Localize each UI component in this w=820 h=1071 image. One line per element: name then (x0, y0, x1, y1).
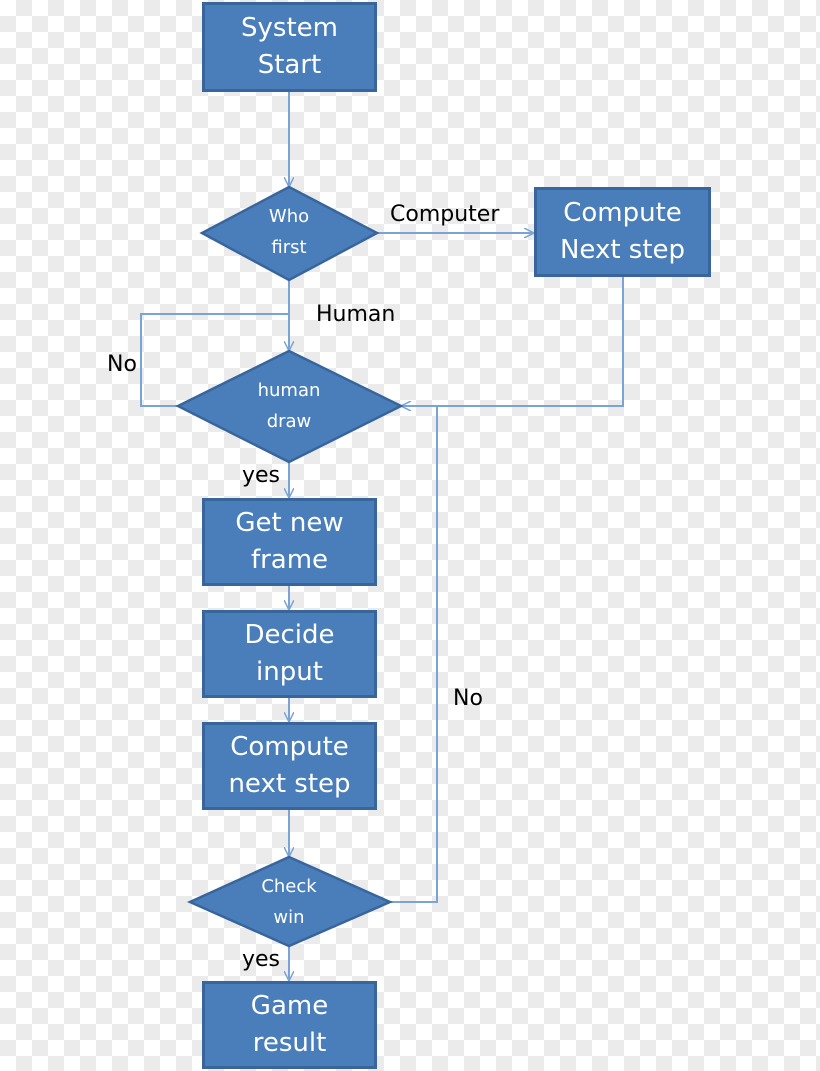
node-text-line: System (241, 13, 338, 43)
node-text-line: frame (250, 545, 329, 575)
node-text-line: Start (257, 50, 322, 80)
node-text-line: input (256, 657, 323, 687)
edge-label-no-check: No (453, 686, 483, 711)
node-text-line: first (271, 237, 307, 258)
node-game-result: Game result (202, 981, 377, 1069)
edge-label-yes-draw: yes (242, 463, 281, 488)
loop-human-draw-no (140, 313, 289, 407)
node-compute-next-step: Compute next step (202, 722, 377, 810)
node-text-line: Check (261, 876, 317, 897)
arrow-compute-to-human-draw (402, 277, 624, 406)
node-decide-input: Decide input (202, 610, 377, 698)
node-text-line: result (252, 1028, 327, 1058)
node-text-line: next step (228, 769, 351, 799)
decision-label-who-first: Who first (229, 200, 349, 264)
decision-label-check-win: Check win (229, 870, 349, 934)
decision-human-draw (175, 349, 404, 464)
node-text-line: human (257, 380, 321, 401)
node-text-line: Compute (230, 732, 349, 762)
node-text-line: draw (266, 411, 312, 432)
node-text-line: win (273, 907, 305, 928)
node-text-line: Who (268, 206, 310, 227)
edge-label-yes-win: yes (242, 947, 281, 972)
node-text-line: Decide (244, 620, 335, 650)
decision-label-human-draw: human draw (229, 374, 349, 438)
node-get-new-frame: Get new frame (202, 498, 377, 586)
edge-label-no-loop: No (107, 352, 137, 377)
node-text-line: Next step (559, 235, 686, 265)
decision-check-win (186, 855, 394, 948)
edge-label-computer: Computer (390, 202, 500, 227)
decision-who-first (199, 185, 380, 282)
node-system-start: System Start (202, 2, 377, 92)
edge-label-human: Human (316, 302, 396, 327)
node-compute-next-step-computer: Compute Next step (534, 187, 711, 277)
node-text-line: Game (250, 991, 329, 1021)
loop-check-win-no (390, 406, 438, 903)
node-text-line: Get new (235, 508, 344, 538)
node-text-line: Compute (563, 198, 682, 228)
